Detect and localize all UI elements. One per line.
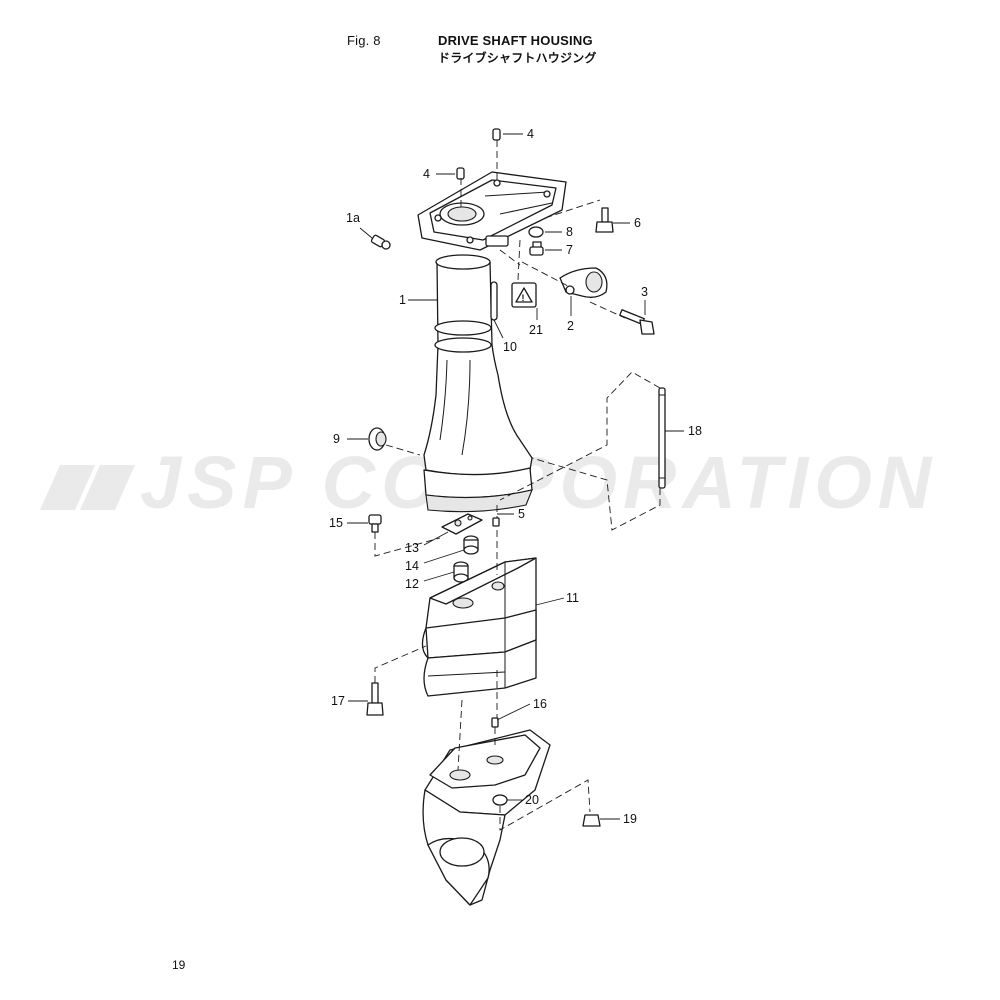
- grease-nipple: [370, 234, 391, 250]
- pin-10: [490, 281, 498, 321]
- drive-shaft-housing: [423, 254, 533, 513]
- dowel-pin-5: [492, 517, 500, 527]
- dowel-pin-upper: [492, 128, 501, 141]
- bushing-14: [463, 535, 479, 555]
- watermark-text: JSP CORPORATION: [140, 441, 937, 524]
- callout-6: 6: [634, 216, 641, 230]
- callout-2: 2: [567, 319, 574, 333]
- stud-bolt: [658, 387, 666, 489]
- caution-label: !: [511, 282, 537, 308]
- dowel-pin-lower: [456, 167, 465, 180]
- callout-3: 3: [641, 285, 648, 299]
- callout-18: 18: [688, 424, 702, 438]
- nut-19: [582, 814, 601, 827]
- callout-14: 14: [405, 559, 419, 573]
- callout-10: 10: [503, 340, 517, 354]
- callout-9: 9: [333, 432, 340, 446]
- watermark-logo-icon: [40, 465, 135, 510]
- washer-20: [492, 794, 508, 806]
- callout-19: 19: [623, 812, 637, 826]
- page-title-japanese: ドライブシャフトハウジング: [438, 51, 597, 65]
- clamp-bracket: [559, 267, 608, 298]
- page-title: DRIVE SHAFT HOUSING: [438, 33, 593, 48]
- callout-20: 20: [525, 793, 539, 807]
- callout-4-lower: 4: [423, 167, 430, 181]
- gear-case: [422, 729, 551, 906]
- callout-16: 16: [533, 697, 547, 711]
- callout-leaders: [347, 133, 684, 820]
- bolt-15: [368, 514, 382, 533]
- page-number: 19: [172, 958, 186, 972]
- callout-11: 11: [566, 591, 579, 605]
- housing-top-bracket: [417, 171, 567, 251]
- callout-5: 5: [518, 507, 525, 521]
- callout-13: 13: [405, 541, 419, 555]
- plate-13: [441, 513, 483, 535]
- callout-21: 21: [529, 323, 543, 337]
- grommet: [368, 427, 387, 451]
- dowel-pin-16: [491, 717, 499, 728]
- callout-4-upper: 4: [527, 127, 534, 141]
- assembly-lines: [374, 140, 661, 831]
- figure-label: Fig. 8: [347, 33, 381, 48]
- bolt-17: [366, 682, 384, 716]
- callout-7: 7: [566, 243, 573, 257]
- bolt-3: [619, 309, 655, 335]
- callouts: 4 4 1a 1 6 8 7 3 2 21 10 9 18 5 15 13 14…: [329, 127, 702, 826]
- callout-12: 12: [405, 577, 419, 591]
- callout-8: 8: [566, 225, 573, 239]
- bolt-7: [529, 241, 544, 256]
- washer-8: [528, 226, 544, 238]
- extension-case: [421, 557, 537, 697]
- callout-1a: 1a: [346, 211, 360, 225]
- svg-text:!: !: [522, 293, 525, 303]
- callout-15: 15: [329, 516, 343, 530]
- callout-1: 1: [399, 293, 406, 307]
- watermark: JSP CORPORATION: [40, 441, 937, 524]
- collar-12: [453, 561, 469, 583]
- bolt-6: [595, 207, 614, 233]
- callout-17: 17: [331, 694, 345, 708]
